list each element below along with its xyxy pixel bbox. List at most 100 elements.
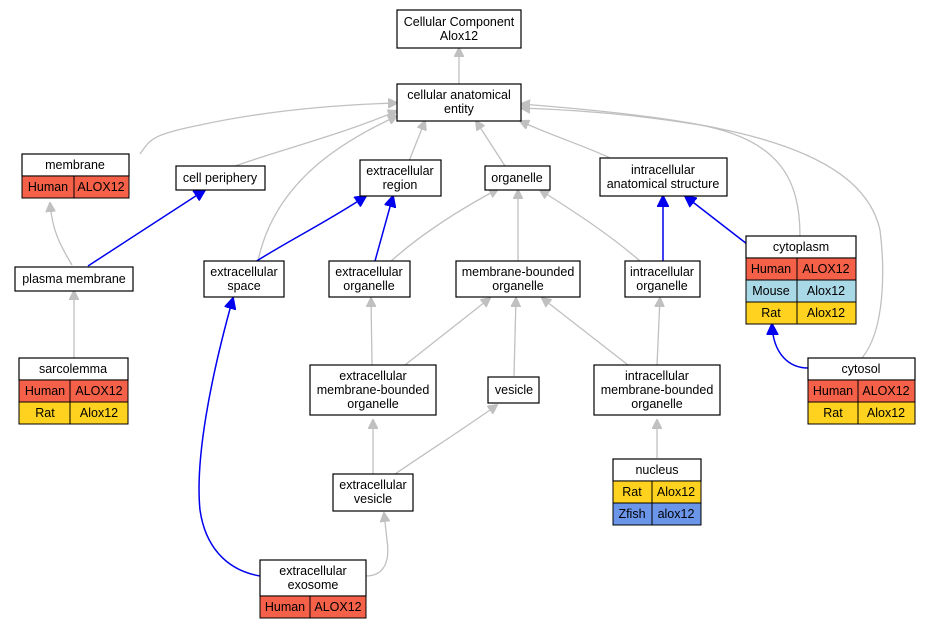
node-nucleus[interactable]: nucleus Rat Alox12 Zfish alox12 [612,458,702,526]
node-exosome-line2: exosome [288,578,339,592]
node-cae-line2: entity [444,102,475,116]
node-embo-line1: extracellular [339,369,406,383]
sarcolemma-gene-cell-1 [69,401,129,425]
node-vesicle-label: vesicle [495,383,533,397]
node-extracellular-region-line1: extracellular [366,164,433,178]
node-embo-line2: membrane-bounded [317,383,430,397]
edge-plasma-membrane-to-membrane [50,203,73,266]
node-extracellular-space[interactable]: extracellular space [203,260,285,298]
edge-extracellular-space-to-extracellular-region [254,196,366,263]
edge-extracellular-mb-organelle-to-mb-organelle [404,298,490,366]
node-imbo-line2: membrane-bounded [601,383,714,397]
edge-intracellular-organelle-to-organelle [540,190,641,262]
edge-intracellular-anat-to-cae [520,121,611,159]
node-ias-line2: anatomical structure [607,177,720,191]
sarcolemma-gene-1: Alox12 [80,406,118,420]
cytosol-species-0: Human [813,384,853,398]
node-extracellular-organelle-line2: organelle [343,279,394,293]
membrane-human-gene-cell [73,175,130,199]
node-extracellular-region[interactable]: extracellular region [359,159,442,197]
nucleus-gene-1: alox12 [658,507,695,521]
membrane-species-0: Human [28,180,68,194]
node-extracellular-vesicle[interactable]: extracellular vesicle [332,473,414,512]
exosome-gene-0: ALOX12 [314,600,361,614]
node-membrane-label: membrane [45,158,105,172]
edge-extracellular-vesicle-to-vesicle [394,405,497,475]
node-cell-periphery[interactable]: cell periphery [175,165,266,191]
edge-cytosol-to-cytoplasm [772,324,809,369]
sarcolemma-species-0: Human [25,384,65,398]
edge-cell-periphery-to-cae [234,111,397,167]
nucleus-gene-0: Alox12 [657,485,695,499]
edges [50,48,884,577]
edge-exosome-to-extracellular-space [198,298,261,577]
cytosol-species-1: Rat [823,406,843,420]
edge-intracellular-mb-organelle-to-mb-organelle [542,298,629,366]
edge-extracellular-organelle-to-organelle [389,189,498,263]
node-cell-periphery-label: cell periphery [183,171,258,185]
node-embo-line3: organelle [347,397,398,411]
node-intracellular-organelle-line2: organelle [636,279,687,293]
cytoplasm-gene-cell-2 [796,301,857,325]
edge-cytosol-to-cae [521,104,884,359]
edge-organelle-to-cae [476,121,506,167]
node-intracellular-organelle[interactable]: intracellular organelle [624,260,701,298]
edge-vesicle-to-mb-organelle [514,298,516,377]
membrane-gene-0: ALOX12 [77,180,124,194]
node-extracellular-space-line2: space [227,279,260,293]
node-intracellular-anatomical-structure[interactable]: intracellular anatomical structure [599,157,728,197]
nucleus-species-0: Rat [622,485,642,499]
cytoplasm-species-1: Mouse [752,284,790,298]
node-ias-line1: intracellular [631,163,695,177]
node-extracellular-vesicle-line1: extracellular [339,478,406,492]
node-cytoplasm-label: cytoplasm [773,240,829,254]
node-cytosol[interactable]: cytosol Human ALOX12 Rat Alox12 [807,357,916,425]
node-extracellular-membrane-bounded-organelle[interactable]: extracellular membrane-bounded organelle [309,364,437,416]
node-plasma-membrane-label: plasma membrane [22,272,126,286]
node-sarcolemma-label: sarcolemma [39,362,107,376]
node-extracellular-organelle[interactable]: extracellular organelle [328,260,411,298]
node-membrane[interactable]: membrane Human ALOX12 [21,153,130,199]
cytosol-gene-1: Alox12 [867,406,905,420]
edge-membrane-to-cae [139,103,397,155]
nodes: Cellular Component Alox12 cellular anato… [14,9,916,619]
node-cytoplasm[interactable]: cytoplasm Human ALOX12 Mouse Alox12 Rat … [745,235,857,325]
node-extracellular-organelle-line1: extracellular [335,265,402,279]
edge-exosome-to-extracellular-vesicle [365,513,388,577]
nucleus-gene-cell-1 [651,502,702,526]
node-plasma-membrane[interactable]: plasma membrane [14,266,134,292]
cytoplasm-gene-1: Alox12 [807,284,845,298]
edge-cytoplasm-to-intracellular-anat [685,196,748,245]
node-exosome-line1: extracellular [279,564,346,578]
node-cae-line1: cellular anatomical [407,88,511,102]
nucleus-species-1: Zfish [618,507,645,521]
edge-extracellular-mb-organelle-to-extracellular-organelle [371,298,372,366]
cytoplasm-species-0: Human [751,262,791,276]
sarcolemma-gene-0: ALOX12 [75,384,122,398]
cytosol-gene-cell-1 [857,401,916,425]
cytoplasm-gene-2: Alox12 [807,306,845,320]
exosome-species-0: Human [265,600,305,614]
sarcolemma-species-1: Rat [35,406,55,420]
node-sarcolemma[interactable]: sarcolemma Human ALOX12 Rat Alox12 [18,357,129,425]
node-intracellular-membrane-bounded-organelle[interactable]: intracellular membrane-bounded organelle [593,364,721,416]
node-mbo-line2: organelle [492,279,543,293]
node-membrane-bounded-organelle[interactable]: membrane-bounded organelle [455,260,581,298]
node-extracellular-region-line2: region [383,178,418,192]
edge-intracellular-mb-organelle-to-intracellular-organelle [657,298,660,366]
exosome-gene-cell-0 [309,595,367,619]
node-cytosol-label: cytosol [842,362,881,376]
node-organelle[interactable]: organelle [484,165,551,191]
node-mbo-line1: membrane-bounded [462,265,575,279]
cytoplasm-species-2: Rat [761,306,781,320]
node-extracellular-exosome[interactable]: extracellular exosome Human ALOX12 [259,559,367,619]
node-imbo-line1: intracellular [625,369,689,383]
edge-extracellular-organelle-to-extracellular-region [374,196,393,262]
node-vesicle[interactable]: vesicle [487,376,540,404]
node-root[interactable]: Cellular Component Alox12 [396,9,522,49]
node-cellular-anatomical-entity[interactable]: cellular anatomical entity [396,83,522,122]
node-organelle-label: organelle [491,171,542,185]
node-root-line2: Alox12 [440,29,478,43]
edge-extracellular-region-to-cae [408,121,425,162]
